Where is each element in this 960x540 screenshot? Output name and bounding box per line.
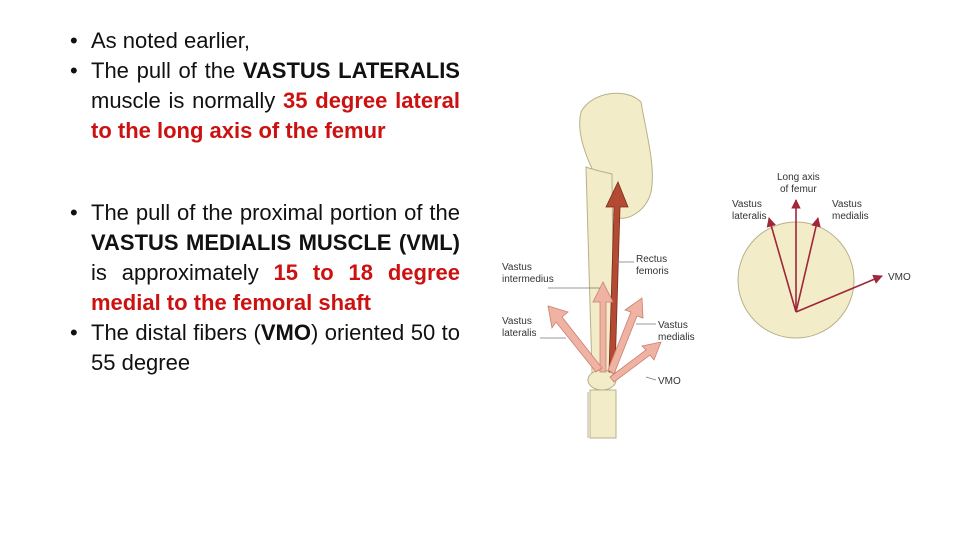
bullet-vastus-lateralis: • The pull of the VASTUS LATERALIS muscle…: [70, 56, 460, 146]
bullet-text: is approximately: [91, 260, 274, 285]
bullet-vmo: • The distal fibers (VMO) oriented 50 to …: [70, 318, 460, 378]
quadriceps-figure: Vastus intermedius Rectus femoris Vastus…: [502, 92, 911, 439]
label-rectus-femoris-2: femoris: [636, 266, 669, 277]
vector-vastus-lateralis: [766, 217, 797, 313]
highlight-angle-lateralis: 35 degree lateral to the long axis of th…: [91, 88, 460, 143]
bullet-dot: •: [70, 320, 78, 345]
vector-diagram: Long axis of femur Vastus lateralis Vast…: [732, 172, 911, 339]
vastus-intermedius-arrow: [592, 281, 614, 373]
label-vastus-intermedius-1: Vastus: [502, 262, 532, 273]
femur-illustration: [547, 92, 662, 439]
bullet-text: The pull of the: [91, 58, 243, 83]
label-vastus-intermedius-2: intermedius: [502, 274, 554, 285]
muscle-name-vastus-lateralis: VASTUS LATERALIS: [242, 58, 460, 83]
label-vastus-lateralis-1: Vastus: [502, 316, 532, 327]
label-circle-vmo: VMO: [888, 272, 911, 283]
leg-labels: Vastus intermedius Rectus femoris Vastus…: [502, 254, 695, 387]
label-vastus-lateralis-2: lateralis: [502, 328, 536, 339]
label-vmo: VMO: [658, 376, 681, 387]
rectus-femoris-arrow: [605, 181, 629, 373]
label-vastus-medialis-2: medialis: [658, 332, 695, 343]
vmo-arrow: [609, 341, 662, 383]
bullet-dot: •: [70, 58, 78, 83]
label-circle-vastus-medialis-2: medialis: [832, 211, 869, 222]
bullet-text: The distal fibers (: [91, 320, 261, 345]
bullet-text: The pull of the proximal portion of the: [91, 200, 460, 225]
muscle-name-vmo: VMO: [260, 320, 311, 345]
bullet-vastus-medialis: • The pull of the proximal portion of the…: [70, 198, 460, 318]
bullet-text: muscle is normally: [91, 88, 284, 113]
label-circle-vastus-medialis-1: Vastus: [832, 199, 862, 210]
label-long-axis-2: of femur: [780, 184, 817, 195]
bullet-text: ) oriented 50 to 55 degree: [91, 320, 460, 375]
label-circle-vastus-lateralis-2: lateralis: [732, 211, 766, 222]
leader-vmo: [645, 376, 657, 381]
label-long-axis-1: Long axis: [777, 172, 820, 183]
tibia: [589, 389, 617, 439]
vastus-lateralis-arrow: [547, 305, 603, 373]
muscle-name-vastus-medialis: VASTUS MEDIALIS MUSCLE (VML): [91, 230, 460, 255]
label-vastus-medialis-1: Vastus: [658, 320, 688, 331]
vector-vastus-medialis: [795, 217, 821, 313]
vastus-medialis-arrow: [607, 297, 644, 375]
label-circle-vastus-lateralis-1: Vastus: [732, 199, 762, 210]
bullet-dot: •: [70, 28, 78, 53]
label-rectus-femoris-1: Rectus: [636, 254, 667, 265]
vector-vmo: [795, 274, 883, 313]
bullet-text: As noted earlier,: [91, 28, 250, 53]
bullet-as-noted: • As noted earlier,: [70, 26, 460, 56]
bullet-list: • As noted earlier, • The pull of the VAS…: [70, 26, 460, 378]
bullet-dot: •: [70, 200, 78, 225]
highlight-angle-medialis: 15 to 18 degree medial to the femoral sh…: [91, 260, 460, 315]
